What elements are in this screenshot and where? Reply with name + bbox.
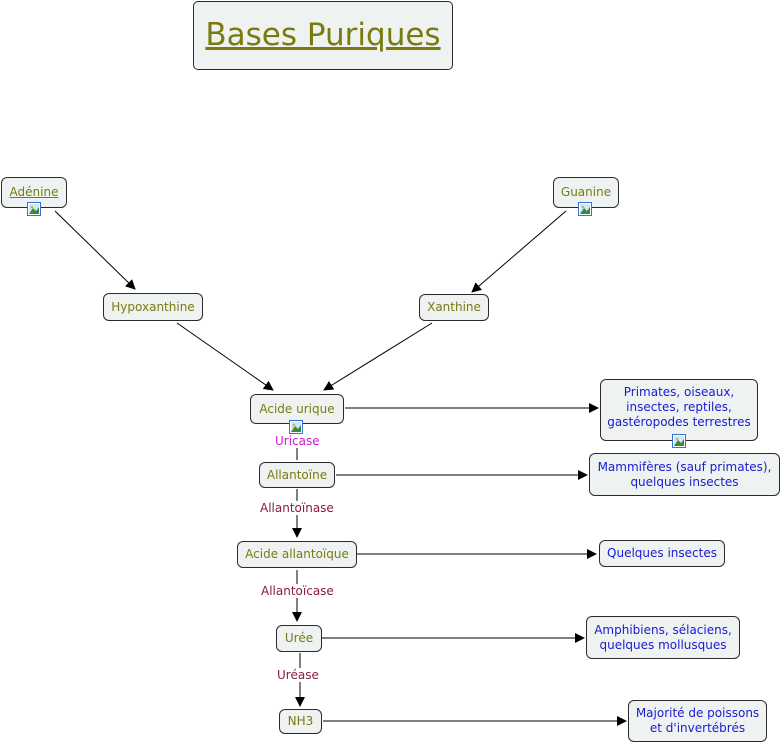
page-title: Bases Puriques xyxy=(205,17,441,53)
majorite-line-1: Majorité de poissons xyxy=(635,706,760,720)
enzyme-allantoinase: Allantoïnase xyxy=(258,501,336,515)
enzyme-urease: Uréase xyxy=(275,668,321,682)
edge-guanine-xanthine xyxy=(471,210,567,293)
primates-line-2: insectes, reptiles, xyxy=(626,400,732,414)
node-uree[interactable]: Urée xyxy=(276,625,322,652)
image-icon[interactable] xyxy=(27,202,41,216)
primates-line-3: gastéropodes terrestres xyxy=(607,415,751,429)
node-xanthine-label: Xanthine xyxy=(427,300,481,314)
amphibiens-line-2: quelques mollusques xyxy=(599,637,727,652)
node-mammiferes[interactable]: Mammifères (sauf primates), quelques ins… xyxy=(589,453,780,496)
node-allantoine-label: Allantoïne xyxy=(266,467,328,482)
edge-adenine-hypoxanthine xyxy=(54,210,136,290)
node-amphibiens[interactable]: Amphibiens, sélaciens, quelques mollusqu… xyxy=(586,616,740,659)
image-icon[interactable] xyxy=(578,202,592,216)
node-allantoine[interactable]: Allantoïne xyxy=(259,462,335,488)
enzyme-uricase: Uricase xyxy=(273,434,322,448)
node-hypoxanthine[interactable]: Hypoxanthine xyxy=(103,293,203,321)
node-majorite[interactable]: Majorité de poissons et d'invertébrés xyxy=(628,700,767,742)
primates-line-1: Primates, oiseaux, xyxy=(623,385,735,399)
edge-hypoxanthine-acideurique xyxy=(176,322,274,391)
quelques-insectes-label: Quelques insectes xyxy=(607,546,717,560)
node-primates[interactable]: Primates, oiseaux, insectes, reptiles, g… xyxy=(600,379,758,441)
node-acide-urique-label: Acide urique xyxy=(259,401,335,416)
node-xanthine[interactable]: Xanthine xyxy=(419,294,489,321)
amphibiens-line-1: Amphibiens, sélaciens, xyxy=(594,622,732,637)
title-node[interactable]: Bases Puriques xyxy=(193,1,453,70)
mammiferes-line-1: Mammifères (sauf primates), xyxy=(597,459,772,474)
edge-xanthine-acideurique xyxy=(323,322,433,391)
node-nh3[interactable]: NH3 xyxy=(279,709,322,734)
majorite-line-2: et d'invertébrés xyxy=(649,721,746,735)
node-quelques-insectes[interactable]: Quelques insectes xyxy=(599,540,725,567)
image-icon[interactable] xyxy=(672,434,686,448)
node-nh3-label: NH3 xyxy=(287,714,314,728)
node-uree-label: Urée xyxy=(284,631,314,645)
node-acide-allantoique-label: Acide allantoïque xyxy=(245,547,349,561)
mammiferes-line-2: quelques insectes xyxy=(630,474,739,489)
node-acide-urique[interactable]: Acide urique xyxy=(250,394,344,424)
node-guanine-label: Guanine xyxy=(560,185,612,199)
node-adenine-label: Adénine xyxy=(9,185,59,199)
enzyme-allantoicase: Allantoïcase xyxy=(259,584,336,598)
image-icon[interactable] xyxy=(289,420,303,434)
node-acide-allantoique[interactable]: Acide allantoïque xyxy=(237,541,357,568)
node-hypoxanthine-label: Hypoxanthine xyxy=(111,299,195,314)
